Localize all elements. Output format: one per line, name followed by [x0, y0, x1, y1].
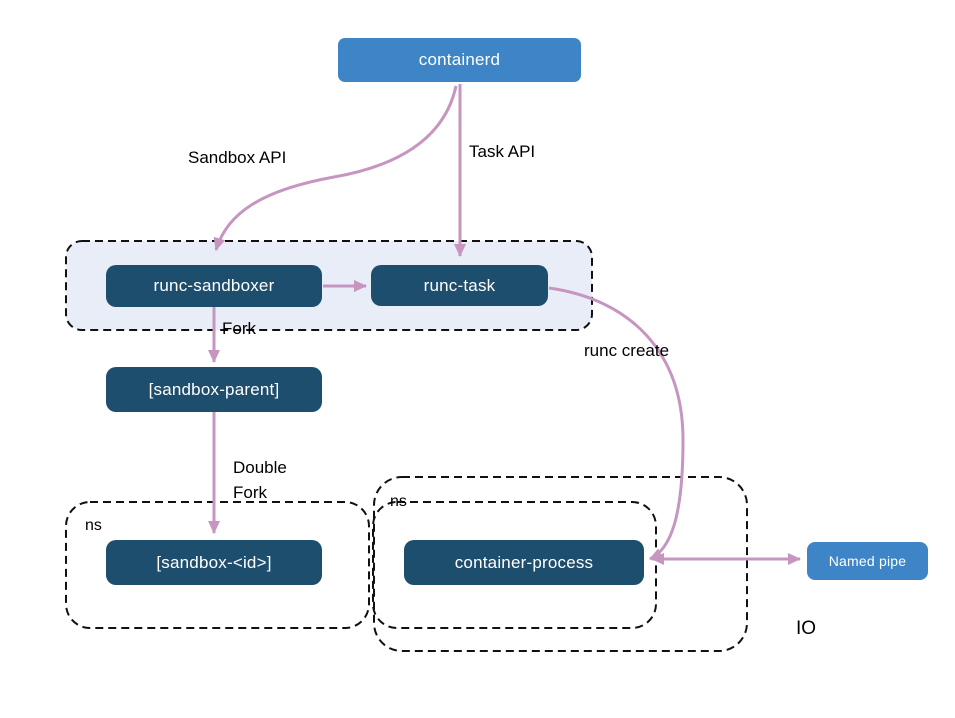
edge-label-runc-create: runc create — [584, 341, 670, 360]
node-named-pipe-label: Named pipe — [828, 553, 907, 569]
node-runc-sandboxer: runc-sandboxer — [106, 265, 322, 307]
edge-label-fork: Fork — [222, 319, 256, 338]
edge-label-double-fork: Double Fork — [233, 458, 287, 502]
edge-runc-create — [548, 286, 685, 561]
node-sandbox-parent-label: [sandbox-parent] — [148, 379, 280, 399]
node-sandbox-id-label: [sandbox-<id>] — [156, 552, 272, 572]
group-label-ns-inner: ns — [390, 493, 407, 510]
node-containerd: containerd — [338, 38, 581, 82]
node-runc-task-label: runc-task — [423, 275, 496, 295]
node-named-pipe: Named pipe — [807, 542, 928, 580]
edge-label-task-api: Task API — [469, 142, 536, 161]
node-runc-sandboxer-label: runc-sandboxer — [153, 276, 275, 295]
node-container-process-label: container-process — [454, 552, 594, 572]
node-sandbox-parent: [sandbox-parent] — [106, 367, 322, 412]
node-sandbox-id: [sandbox-<id>] — [106, 540, 322, 585]
node-container-process: container-process — [404, 540, 644, 585]
group-label-ns-left: ns — [85, 517, 102, 534]
node-runc-task: runc-task — [371, 265, 548, 306]
node-containerd-label: containerd — [418, 50, 501, 69]
edge-label-io: IO — [796, 618, 817, 639]
edge-sandbox-api — [213, 85, 458, 251]
edge-label-sandbox-api: Sandbox API — [188, 148, 287, 167]
